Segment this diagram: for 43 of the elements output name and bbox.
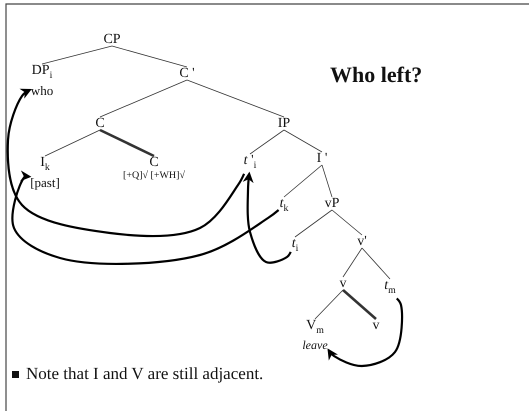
tree-node-label: C (148, 155, 160, 170)
movement-arrow (242, 172, 292, 264)
tree-node-label: C ' (179, 66, 195, 81)
tree-node-label: CP (103, 32, 121, 47)
tree-node-label: C (95, 116, 105, 131)
tree-node-label: t '$_{i}$ (244, 153, 256, 173)
tree-node-label: v (372, 318, 380, 333)
feature-label: [+Q]√ [+WH]√ (123, 170, 185, 182)
tree-branch (112, 46, 188, 68)
tree-node-label: v (340, 276, 346, 291)
slide-title: Who left? (330, 62, 422, 88)
movement-arrow (6, 88, 246, 238)
adjunction-double-branch (99, 128, 155, 158)
tree-branch (332, 210, 362, 236)
tree-branch (44, 130, 100, 156)
tree-node-label: I$_{k}$ (39, 155, 51, 175)
tree-branch (186, 80, 284, 118)
tree-branch (314, 290, 344, 320)
tree-branch (362, 248, 390, 280)
bullet-note: Note that I and V are still adjacent. (26, 364, 264, 384)
tree-branch (100, 80, 188, 118)
tree-node-label: t$_{m}$ (384, 278, 396, 298)
tree-node-label: DP$_{i}$ (30, 63, 54, 83)
tree-branch (342, 248, 362, 278)
tree-node-label: I ' (316, 151, 328, 166)
tree-node-label: t$_{i}$ (292, 236, 298, 256)
tree-branch (42, 46, 112, 64)
word-label: who (30, 82, 54, 98)
tree-node-label: vP (324, 196, 340, 211)
tree-node-label: IP (278, 116, 290, 131)
tree-branch (284, 164, 322, 198)
adjunction-double-branch (342, 289, 377, 320)
tree-branch (250, 130, 284, 154)
tree-branch (294, 210, 332, 238)
word-label: leave (302, 338, 328, 353)
tree-node-label: v' (357, 234, 367, 249)
tree-node-label: t$_{k}$ (280, 196, 288, 216)
tree-branch (322, 164, 332, 198)
movement-arrow (327, 298, 404, 368)
tree-node-label: V$_{m}$ (305, 318, 325, 338)
tree-branch (284, 130, 322, 152)
movement-arrow (11, 170, 280, 265)
word-label: [past] (30, 174, 60, 190)
